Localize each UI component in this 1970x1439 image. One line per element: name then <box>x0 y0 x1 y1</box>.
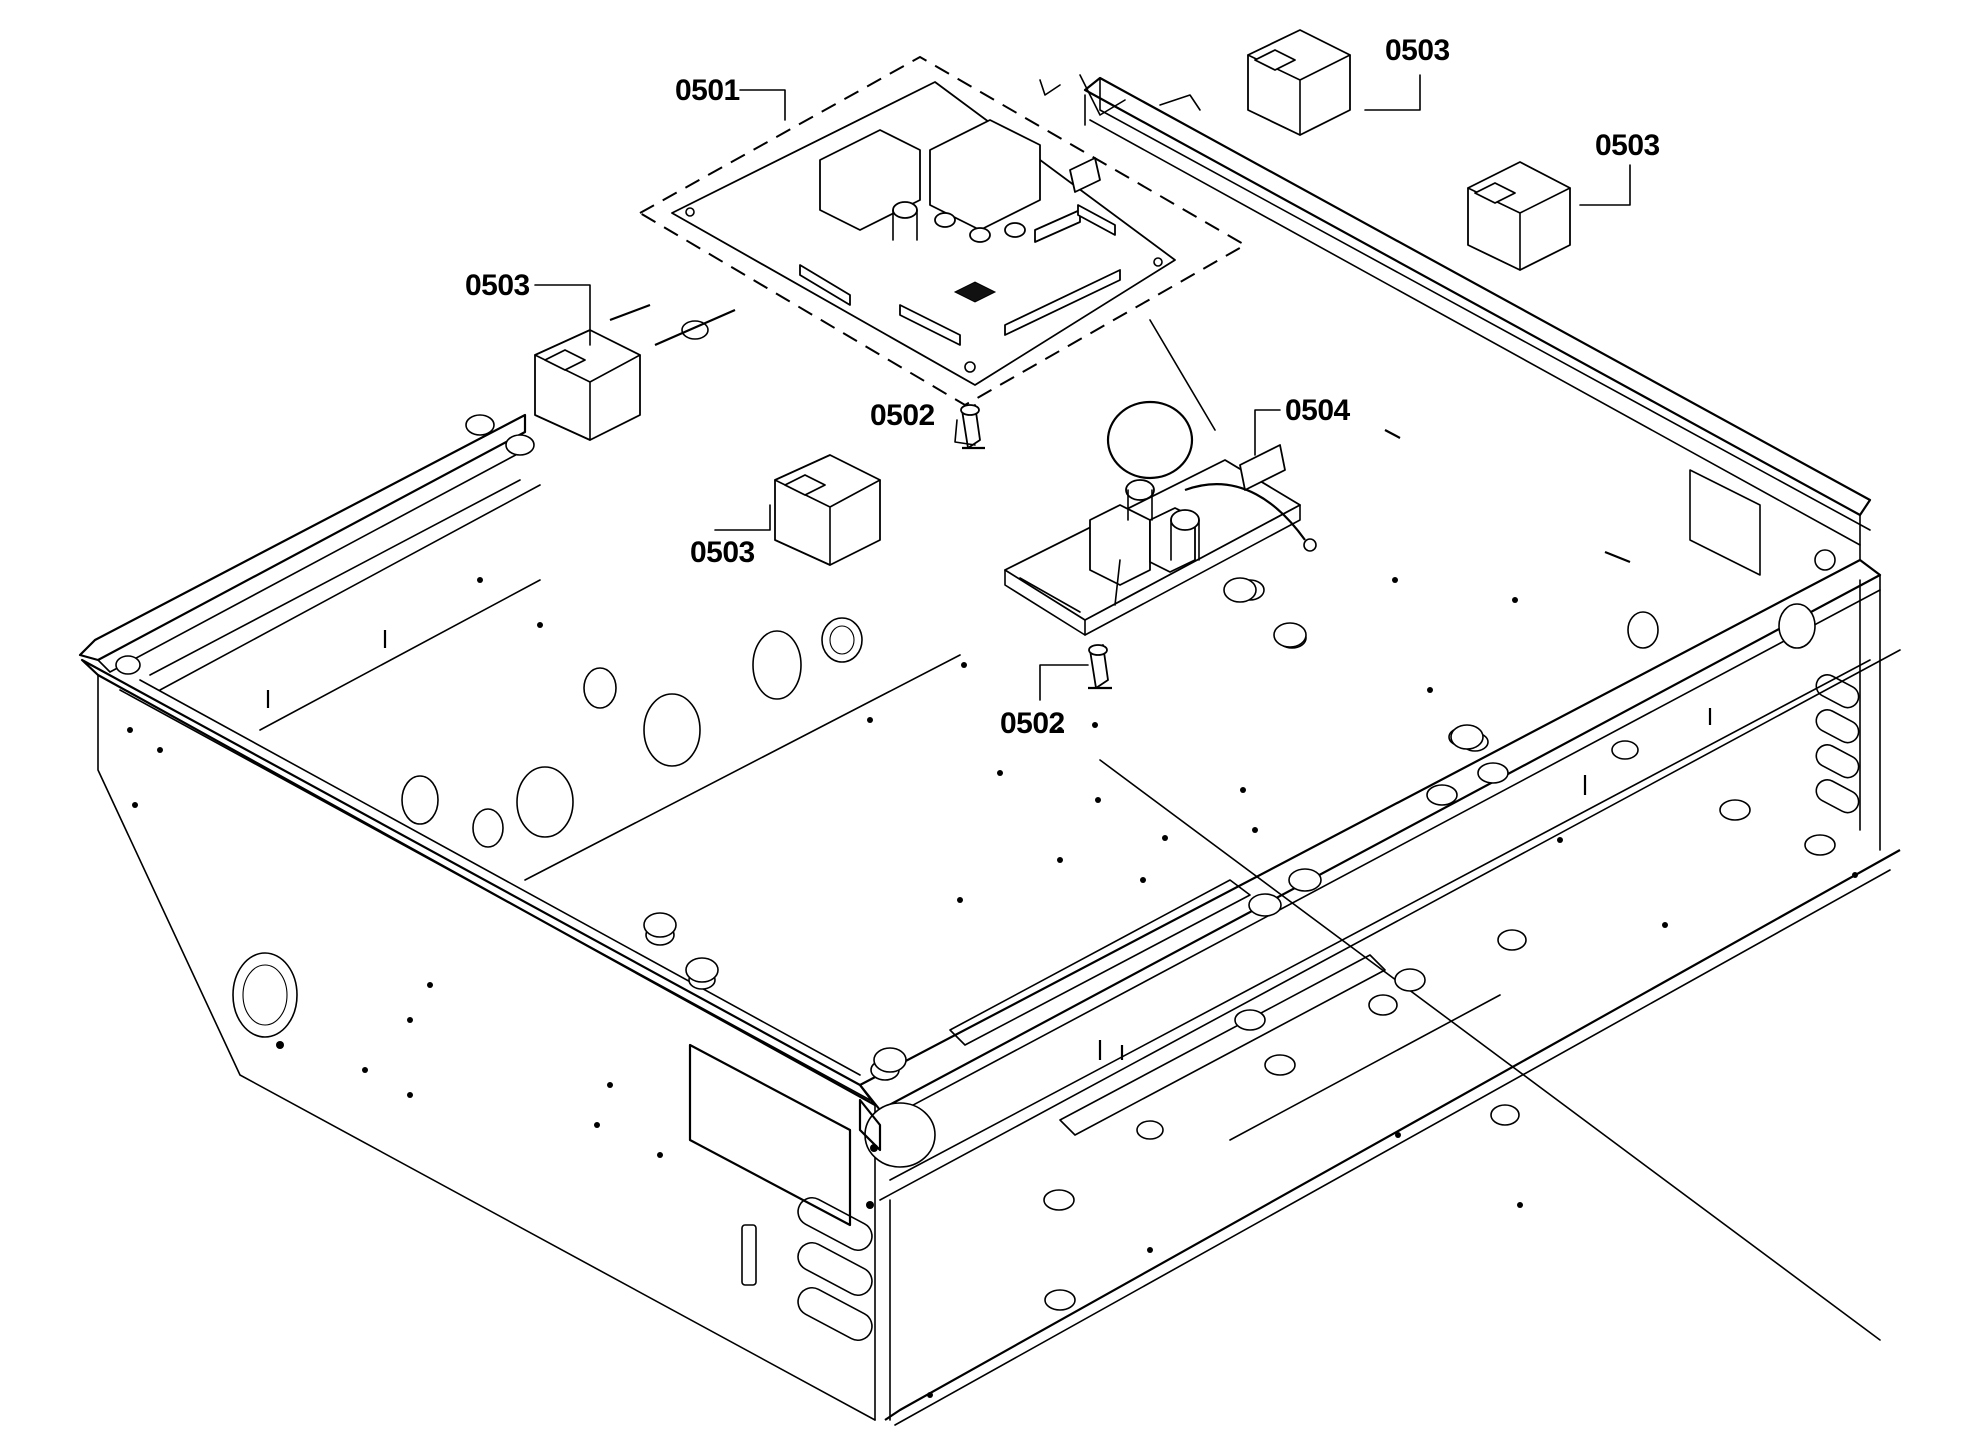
callout-0502-b: 0502 <box>1000 707 1065 740</box>
connector-0503-a <box>1247 29 1351 136</box>
spacer-0502-b <box>1088 644 1112 690</box>
callout-0503-c: 0503 <box>465 269 530 302</box>
callout-0501: 0501 <box>675 74 740 107</box>
connector-0503-b <box>1467 161 1571 271</box>
control-board-0501 <box>637 55 1248 407</box>
floor-bosses <box>643 577 1484 1073</box>
spacer-0502-a <box>960 404 985 450</box>
rivet-dots <box>127 577 1858 1398</box>
connector-0503-c <box>534 329 641 441</box>
callout-0503-b: 0503 <box>1595 129 1660 162</box>
chassis-frame <box>78 76 1901 1426</box>
connector-0503-d <box>774 454 881 566</box>
callout-0502-a: 0502 <box>870 399 935 432</box>
filter-board-0504 <box>1004 400 1317 636</box>
callout-0503-a: 0503 <box>1385 34 1450 67</box>
callout-0503-d: 0503 <box>690 536 755 569</box>
callout-labels: 0501 0502 0502 0503 0503 0503 0503 0504 <box>465 34 1660 740</box>
callout-leaders <box>534 74 1631 701</box>
callout-0504: 0504 <box>1285 394 1351 427</box>
